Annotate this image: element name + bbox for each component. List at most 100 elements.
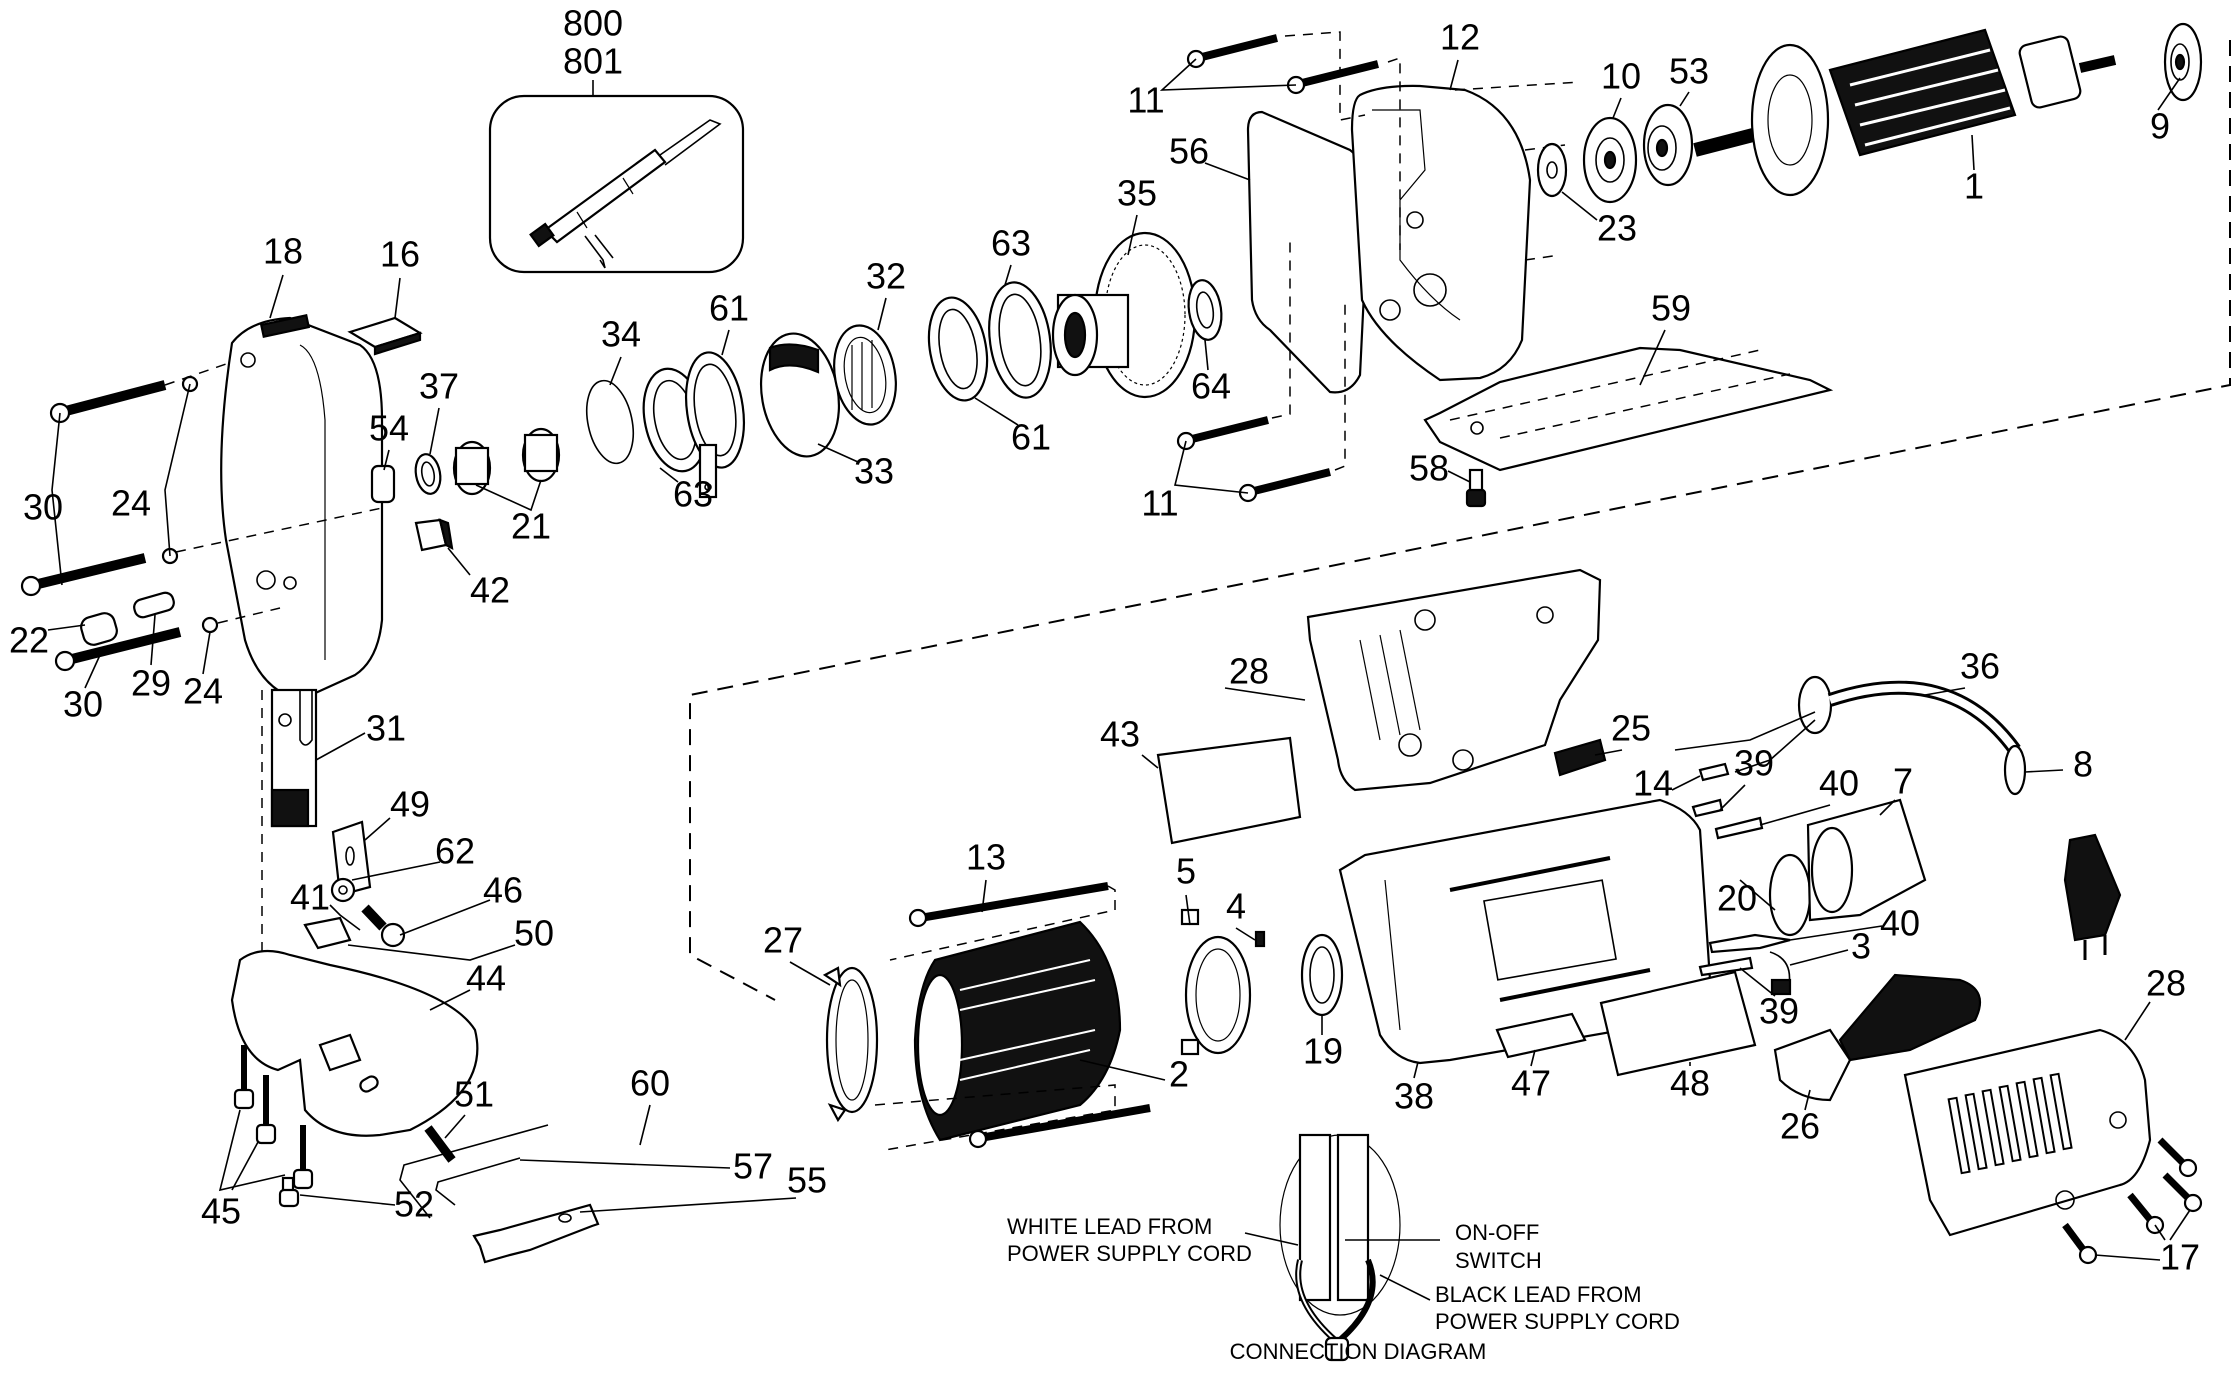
callout-28-upper: 28 bbox=[1229, 651, 1269, 692]
white-lead-label-line2: POWER SUPPLY CORD bbox=[1007, 1241, 1252, 1266]
brush-holder-5 bbox=[1180, 908, 1252, 1056]
callout-10: 10 bbox=[1601, 56, 1641, 97]
callout-18: 18 bbox=[263, 231, 303, 272]
callout-58: 58 bbox=[1409, 448, 1449, 489]
gasket-56 bbox=[1246, 110, 1370, 394]
blade-holder-49 bbox=[331, 820, 372, 897]
leader-lines bbox=[47, 58, 2191, 1261]
screw-11-bottom-b bbox=[1238, 468, 1331, 503]
bearing-53 bbox=[1642, 103, 1694, 187]
retaining-ring-34 bbox=[585, 379, 635, 465]
connection-diagram bbox=[1244, 1133, 1440, 1362]
plug-8 bbox=[2063, 833, 2122, 960]
callout-42: 42 bbox=[470, 570, 510, 611]
gear-35 bbox=[1051, 231, 1197, 399]
callout-11-bottom: 11 bbox=[1141, 483, 1178, 524]
connection-diagram-caption: CONNECTION DIAGRAM bbox=[1230, 1339, 1487, 1364]
field-2 bbox=[874, 920, 1122, 1151]
callout-24-bottom: 24 bbox=[183, 671, 223, 712]
hex-wrench-57 bbox=[435, 1157, 521, 1206]
black-lead-label-line1: BLACK LEAD FROM bbox=[1435, 1282, 1642, 1307]
callout-32: 32 bbox=[866, 256, 906, 297]
leads bbox=[1691, 762, 1792, 996]
callout-38: 38 bbox=[1394, 1076, 1434, 1117]
callout-63-bottom: 63 bbox=[673, 474, 713, 515]
callout-33: 33 bbox=[854, 451, 894, 492]
dashes-left bbox=[164, 361, 383, 1050]
callout-31: 31 bbox=[366, 708, 406, 749]
clamp-50 bbox=[303, 916, 352, 950]
callout-61-top: 61 bbox=[709, 288, 749, 329]
connection-diagram-labels: WHITE LEAD FROM POWER SUPPLY CORD ON-OFF… bbox=[1007, 1214, 1680, 1364]
dashes-mid bbox=[1271, 240, 1346, 471]
callout-12: 12 bbox=[1440, 17, 1480, 58]
blade-guide-55 bbox=[472, 1203, 600, 1264]
handle-half-28-upper bbox=[1306, 568, 1602, 792]
label-47 bbox=[1495, 1012, 1587, 1059]
callout-43: 43 bbox=[1100, 714, 1140, 755]
washer-64 bbox=[1187, 279, 1223, 341]
callout-11-top: 11 bbox=[1127, 80, 1164, 121]
callout-48: 48 bbox=[1670, 1063, 1710, 1104]
gasket-61-left bbox=[685, 351, 745, 469]
callout-41: 41 bbox=[290, 877, 330, 918]
brush-spring-4 bbox=[1254, 930, 1266, 948]
callout-51: 51 bbox=[454, 1074, 494, 1115]
trigger-26 bbox=[1773, 973, 1982, 1102]
callout-26: 26 bbox=[1780, 1106, 1820, 1147]
black-lead-label-line2: POWER SUPPLY CORD bbox=[1435, 1309, 1680, 1334]
callout-13: 13 bbox=[966, 837, 1006, 878]
gear-housing-part-18 bbox=[220, 314, 396, 702]
callout-19: 19 bbox=[1303, 1031, 1343, 1072]
needle-bearing-32 bbox=[833, 324, 897, 426]
pin-51 bbox=[424, 1125, 456, 1163]
screw-46 bbox=[361, 904, 406, 948]
callout-47: 47 bbox=[1511, 1063, 1551, 1104]
callout-54: 54 bbox=[369, 408, 409, 449]
callout-50: 50 bbox=[514, 913, 554, 954]
gear-case-12 bbox=[1350, 84, 1532, 382]
callout-60: 60 bbox=[630, 1063, 670, 1104]
screw-30-lower bbox=[54, 627, 182, 672]
callout-4: 4 bbox=[1226, 886, 1246, 927]
callout-7: 7 bbox=[1893, 761, 1913, 802]
callout-20: 20 bbox=[1717, 878, 1757, 919]
callout-29: 29 bbox=[131, 663, 171, 704]
callout-40-lower: 40 bbox=[1880, 903, 1920, 944]
armature-1 bbox=[1693, 28, 2117, 197]
thru-bolt-13-top bbox=[889, 882, 1116, 961]
callout-16: 16 bbox=[380, 234, 420, 275]
label-48 bbox=[1599, 970, 1757, 1077]
callout-24-top: 24 bbox=[111, 483, 151, 524]
callout-34: 34 bbox=[601, 314, 641, 355]
callout-49: 49 bbox=[390, 784, 430, 825]
cam-sleeve-33 bbox=[698, 332, 841, 499]
callout-5: 5 bbox=[1176, 851, 1196, 892]
baffle-27 bbox=[822, 966, 879, 1123]
callout-labels: 800 801 18 16 11 12 10 53 9 1 56 35 63 3… bbox=[9, 3, 2200, 1278]
screw-11-top-a bbox=[1186, 34, 1278, 69]
motor-housing-38 bbox=[1338, 798, 1712, 1065]
screw-11-bottom-a bbox=[1176, 416, 1269, 451]
callout-40-upper: 40 bbox=[1819, 763, 1859, 804]
callout-45: 45 bbox=[201, 1191, 241, 1232]
base-plate-44 bbox=[230, 949, 479, 1137]
callout-39-upper: 39 bbox=[1734, 743, 1774, 784]
screw-30-top bbox=[49, 380, 167, 424]
callout-2: 2 bbox=[1169, 1054, 1189, 1095]
bearing-9 bbox=[2163, 22, 2203, 102]
switch-actuator-25 bbox=[1553, 738, 1607, 777]
shoe-plate-59 bbox=[1423, 346, 1834, 472]
inset-blade-clamp bbox=[488, 80, 745, 274]
washer-23 bbox=[1536, 142, 1568, 198]
callout-14: 14 bbox=[1633, 763, 1673, 804]
pin-29 bbox=[133, 591, 175, 619]
switch-label-line2: SWITCH bbox=[1455, 1248, 1542, 1273]
switch-7 bbox=[1768, 798, 1927, 937]
gasket-61-right bbox=[927, 296, 989, 402]
bushing-37 bbox=[414, 453, 442, 495]
callout-17: 17 bbox=[2160, 1237, 2200, 1278]
screws-17 bbox=[2062, 1137, 2203, 1265]
callout-64: 64 bbox=[1191, 366, 1231, 407]
callout-3: 3 bbox=[1851, 926, 1871, 967]
